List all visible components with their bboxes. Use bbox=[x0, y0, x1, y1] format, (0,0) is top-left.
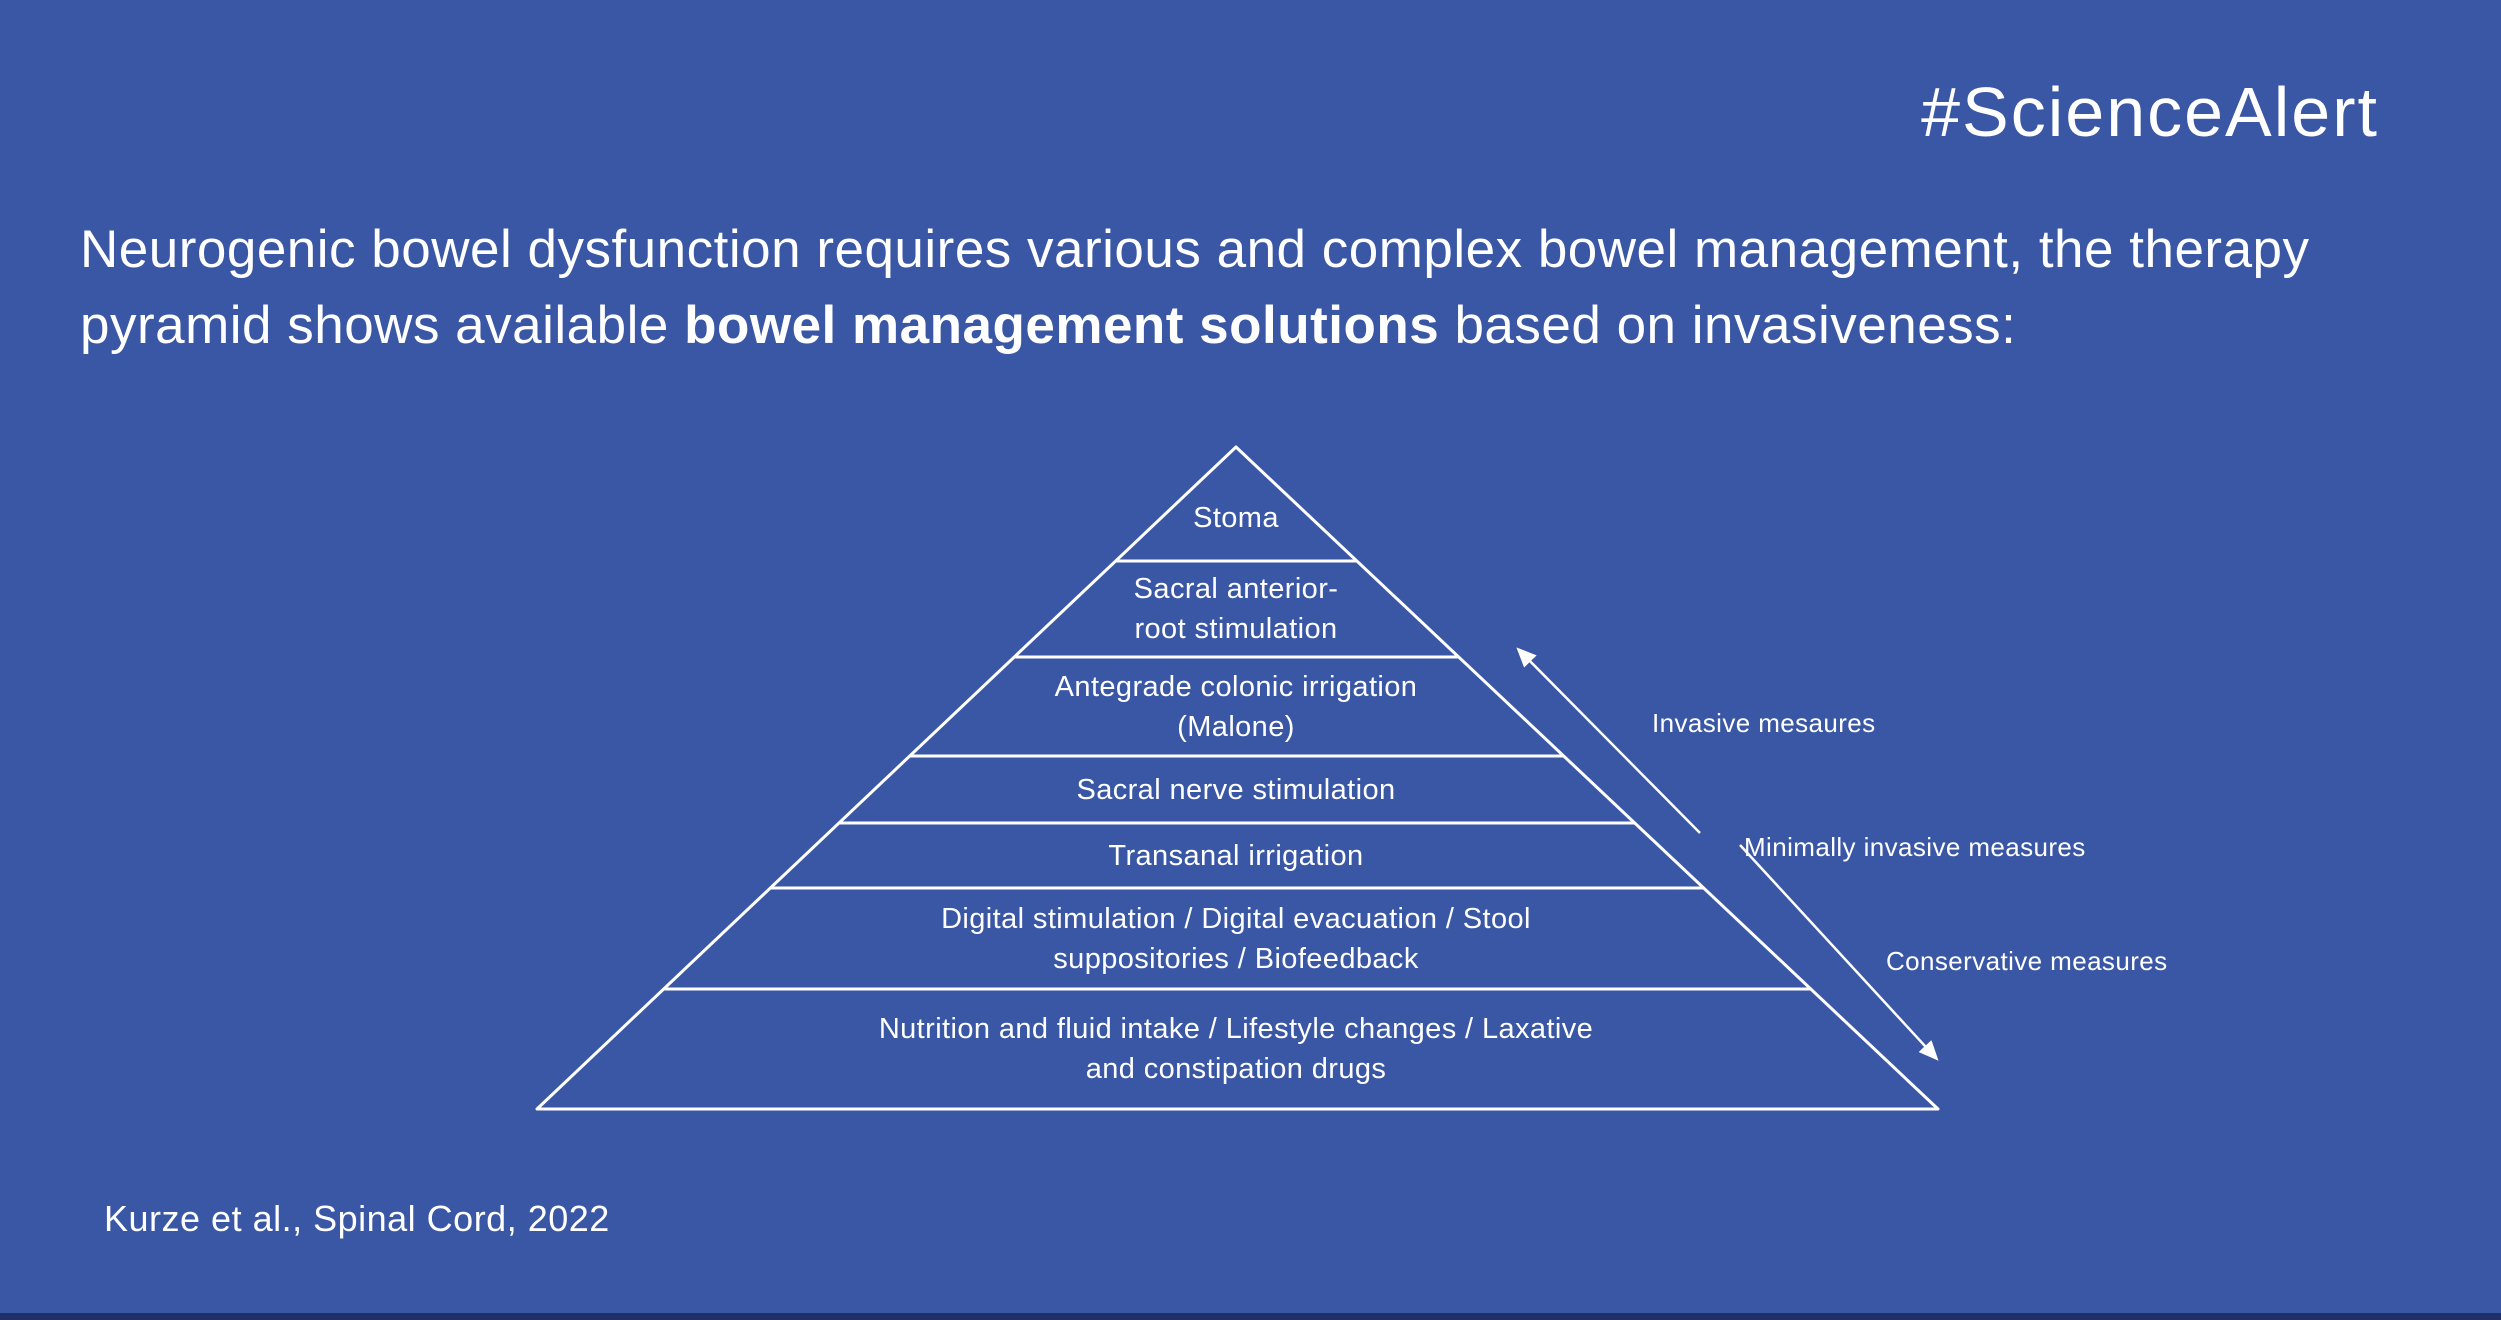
level-label-line: Nutrition and fluid intake / Lifestyle c… bbox=[878, 1013, 1594, 1045]
intro-paragraph: Neurogenic bowel dysfunction requires va… bbox=[80, 212, 2360, 364]
pyramid-level-sacral-anterior-root-stimulation: Sacral anterior- root stimulation bbox=[986, 561, 1486, 657]
level-label-line: and constipation drugs bbox=[1085, 1053, 1387, 1085]
intro-text-after: based on invasiveness: bbox=[1439, 296, 2017, 355]
level-label-line: Sacral nerve stimulation bbox=[1076, 773, 1396, 806]
minimally-invasive-measures-label: Minimally invasive measures bbox=[1744, 832, 2086, 862]
invasive-direction-arrow-icon bbox=[1516, 647, 1701, 834]
level-label-line: Stoma bbox=[1193, 502, 1279, 534]
intro-text-bold: bowel management solutions bbox=[684, 296, 1440, 355]
pyramid-level-antegrade-colonic-irrigation: Antegrade colonic irrigation (Malone) bbox=[886, 657, 1586, 756]
level-label-line: Transanal irrigation bbox=[1108, 839, 1364, 872]
level-label-line: (Malone) bbox=[1177, 710, 1295, 743]
pyramid-level-sacral-nerve-stimulation: Sacral nerve stimulation bbox=[886, 756, 1586, 823]
conservative-direction-arrow-icon bbox=[1739, 844, 1939, 1061]
pyramid-level-transanal-irrigation: Transanal irrigation bbox=[886, 823, 1586, 888]
citation-text: Kurze et al., Spinal Cord, 2022 bbox=[104, 1198, 610, 1239]
conservative-measures-label: Conservative measures bbox=[1886, 946, 2168, 976]
invasive-measures-label: Invasive mesaures bbox=[1652, 708, 1876, 738]
bottom-strip bbox=[0, 1313, 2501, 1320]
level-label-line: Sacral anterior- bbox=[1133, 573, 1339, 605]
intro-text-before: Neurogenic bowel dysfunction requires va… bbox=[80, 220, 2310, 355]
pyramid-level-nutrition: Nutrition and fluid intake / Lifestyle c… bbox=[686, 989, 1786, 1109]
brand-hashtag: #ScienceAlert bbox=[1921, 73, 2379, 151]
pyramid-outline bbox=[535, 445, 1940, 1111]
level-label-line: Antegrade colonic irrigation bbox=[1054, 670, 1418, 703]
level-label-line: Digital stimulation / Digital evacuation… bbox=[941, 902, 1531, 935]
level-label-line: suppositories / Biofeedback bbox=[1053, 942, 1419, 975]
pyramid-level-stoma: Stoma bbox=[1036, 447, 1436, 561]
level-label-line: root stimulation bbox=[1134, 613, 1338, 645]
pyramid-level-digital-stimulation: Digital stimulation / Digital evacuation… bbox=[786, 888, 1686, 989]
